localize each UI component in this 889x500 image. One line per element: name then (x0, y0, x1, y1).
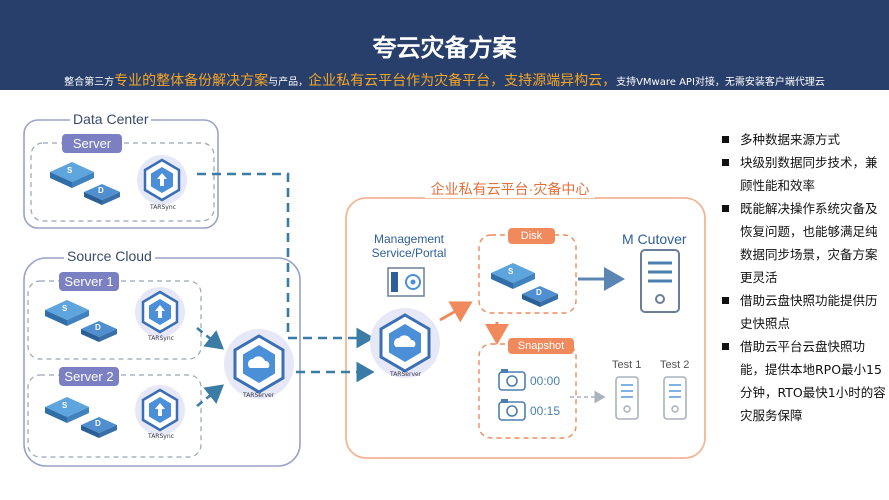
datacenter-to-drserver-connector (197, 172, 375, 349)
sync1-label: TARSync (148, 335, 174, 342)
subtitle-part-5: 支持VMware API对接，无需安装客户端代理云 (616, 77, 825, 88)
page-title: 夸云灾备方案 (372, 34, 517, 62)
management-portal-icon (387, 267, 425, 297)
server2-tarsync-icon (133, 383, 187, 437)
drserver-to-disk-arrow (439, 301, 473, 323)
sync2-label: TARSync (148, 433, 174, 440)
subtitle-part-4: 企业私有云平台作为灾备平台，支持源端异构云， (308, 73, 617, 89)
management-label: Management Service/Portal (371, 232, 447, 260)
source-tarserver-label: TARServer (243, 392, 275, 399)
dr-tarserver-label: TARServer (390, 371, 422, 378)
subtitle-part-1: 整合第三方 (64, 77, 115, 88)
data-center-title: Data Center (70, 111, 152, 127)
source-cloud-title: Source Cloud (64, 248, 155, 264)
sync2-to-tarserver-connector (196, 384, 225, 408)
bullet-item: 多种数据来源方式 (716, 128, 886, 151)
dc-s-letter: S (67, 166, 73, 175)
bullet-item: 既能解决操作系统灾备及恢复问题，也能够满足纯数据同步场景，灾备方案更灵活 (716, 197, 886, 289)
disk-d-letter: D (536, 288, 542, 297)
disk-s-letter: S (508, 267, 514, 276)
s1-d-letter: D (95, 323, 101, 332)
snapshot-camera-2-icon (498, 398, 526, 421)
test2-label: Test 2 (660, 359, 690, 371)
s2-s-letter: S (62, 401, 68, 410)
server2-pill: Server 2 (59, 367, 119, 386)
header-banner: 夸云灾备方案 整合第三方专业的整体备份解决方案与产品，企业私有云平台作为灾备平台… (0, 0, 889, 90)
snapshot-time-1: 00:00 (530, 374, 561, 388)
snapshot-camera-1-icon (498, 368, 526, 391)
dc-server-pill: Server (62, 134, 122, 153)
page-subtitle: 整合第三方专业的整体备份解决方案与产品，企业私有云平台作为灾备平台，支持源端异构… (0, 70, 889, 90)
test2-server-icon (663, 376, 687, 420)
dr-center-title: 企业私有云平台·灾备中心 (425, 180, 595, 198)
bullet-item: 块级别数据同步技术，兼顾性能和效率 (716, 151, 886, 197)
test1-label: Test 1 (612, 359, 642, 371)
cutover-label: M Cutover (622, 231, 687, 247)
dc-d-letter: D (98, 186, 104, 195)
test1-server-icon (615, 376, 639, 420)
s1-s-letter: S (62, 304, 68, 313)
dc-tarsync-label: TARSync (150, 204, 176, 211)
sync1-to-tarserver-connector (196, 326, 225, 350)
server1-pill: Server 1 (59, 272, 119, 291)
snapshot-pill: Snapshot (508, 338, 574, 354)
source-cloud-frame (23, 257, 301, 467)
server1-tarsync-icon (133, 285, 187, 339)
cutover-server-icon (640, 249, 680, 313)
dr-center-frame (345, 197, 706, 459)
disk-pill: Disk (508, 228, 555, 244)
bullet-item: 借助云盘快照功能提供历史快照点 (716, 289, 886, 335)
bullet-item: 借助云平台云盘快照功能，提供本地RPO最小15分钟，RTO最快1小时的容灾服务保… (716, 335, 886, 427)
subtitle-part-3: 与产品， (268, 77, 309, 88)
subtitle-part-2: 专业的整体备份解决方案 (114, 73, 269, 89)
dc-tarsync-icon (135, 153, 189, 207)
snapshot-frame (478, 343, 577, 439)
source-tarserver-icon (222, 327, 296, 401)
s2-d-letter: D (95, 419, 101, 428)
snapshot-time-2: 00:15 (530, 404, 561, 418)
feature-bullet-list: 多种数据来源方式 块级别数据同步技术，兼顾性能和效率 既能解决操作系统灾备及恢复… (716, 128, 886, 427)
dr-tarserver-icon (368, 306, 442, 380)
